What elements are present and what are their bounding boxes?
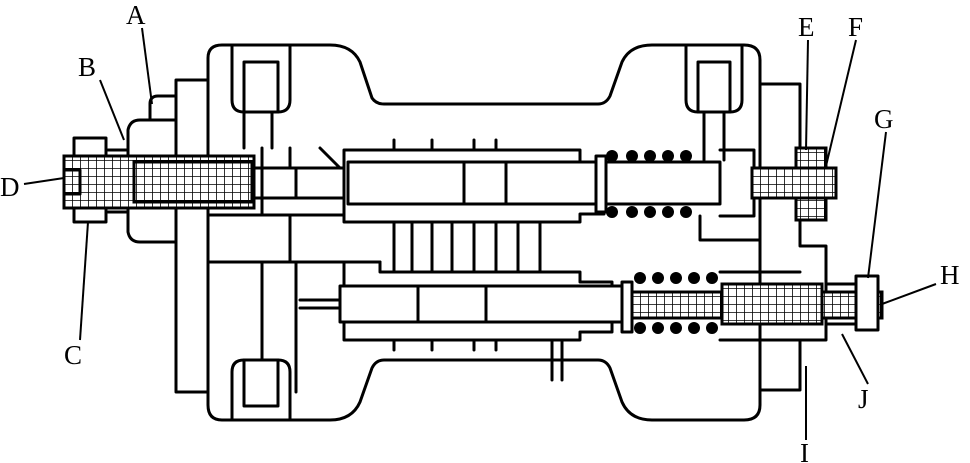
left-screw-core bbox=[132, 160, 254, 204]
port-bottom-left bbox=[230, 358, 292, 422]
label-H: H bbox=[940, 260, 960, 290]
upper-spool bbox=[346, 160, 722, 206]
port-top-right bbox=[684, 43, 744, 114]
label-I: I bbox=[800, 438, 809, 463]
body-inner-lines bbox=[206, 78, 762, 394]
label-C: C bbox=[64, 340, 82, 370]
lower-right-screw-core bbox=[720, 282, 824, 326]
label-F: F bbox=[848, 12, 863, 42]
upper-spring bbox=[606, 150, 692, 218]
label-A: A bbox=[126, 0, 146, 30]
label-G: G bbox=[874, 104, 894, 134]
upper-spring-seat bbox=[594, 154, 608, 214]
label-leaders bbox=[23, 27, 937, 440]
label-B: B bbox=[78, 52, 96, 82]
lower-right-nut bbox=[854, 274, 880, 332]
label-D: D bbox=[0, 172, 20, 202]
port-top-left bbox=[230, 43, 292, 114]
upper-right-threaded-screw bbox=[750, 166, 838, 200]
left-stem bbox=[252, 166, 346, 200]
label-J: J bbox=[858, 384, 869, 414]
lower-spring bbox=[634, 272, 718, 334]
label-E: E bbox=[798, 12, 815, 42]
